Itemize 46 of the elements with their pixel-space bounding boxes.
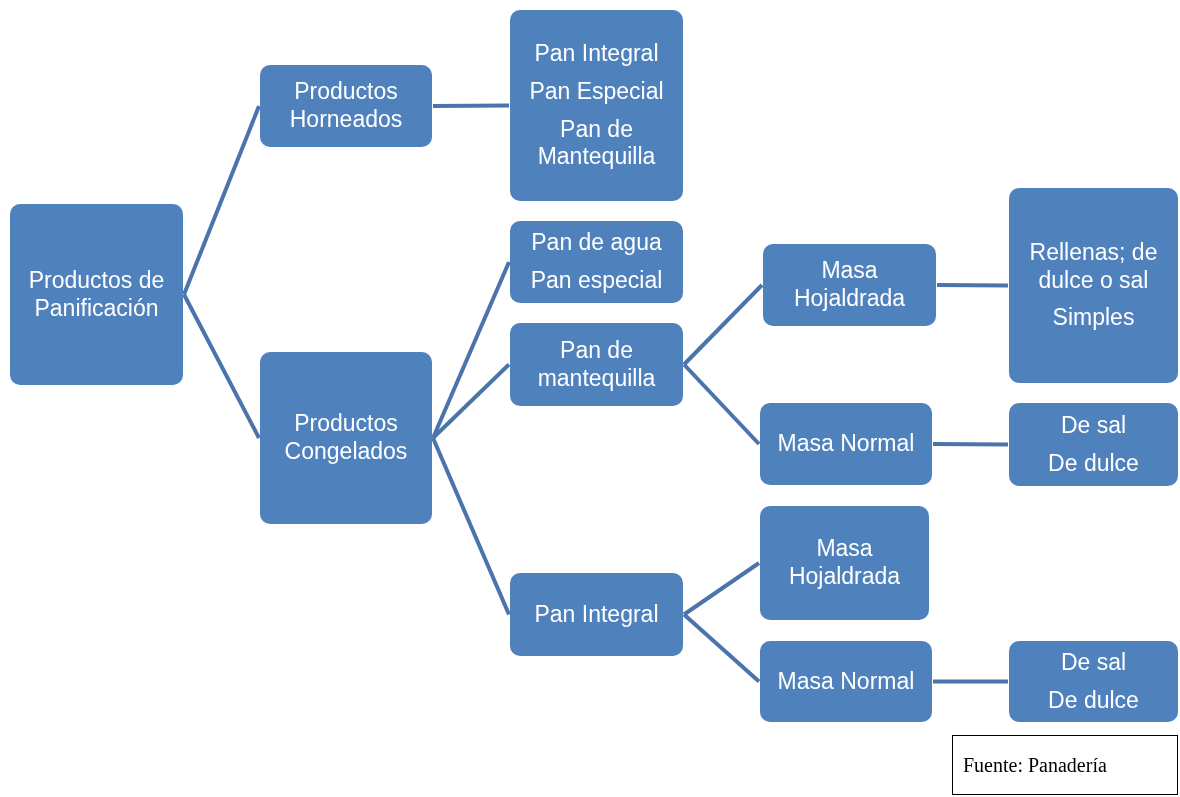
box-label: Pan Especial [529, 77, 664, 106]
connector-line [682, 283, 764, 366]
process-box [10, 204, 183, 385]
box-label: Productos Congelados [283, 410, 409, 466]
box-label: De dulce [1048, 449, 1139, 478]
box-label: Pan de agua [531, 229, 662, 257]
connector-line [182, 105, 261, 296]
process-box [763, 244, 936, 326]
box-label: Productos de Panificación [27, 266, 166, 323]
connector-line [182, 293, 261, 439]
connector-line [682, 613, 761, 683]
process-box [1009, 188, 1178, 383]
process-box [760, 506, 929, 620]
box-label: Masa Normal [777, 430, 915, 458]
connector-line [433, 103, 509, 108]
box-label: De sal [1060, 411, 1127, 440]
process-box [510, 10, 683, 201]
process-box [510, 323, 683, 406]
box-label: Pan Integral [534, 600, 659, 629]
box-label: Pan de Mantequilla [536, 115, 657, 171]
process-box [760, 641, 932, 722]
box-label: Masa Normal [777, 667, 915, 696]
connector-line [431, 437, 511, 616]
box-label: Rellenas; de dulce o sal [1028, 239, 1159, 295]
connector-line [937, 283, 1008, 288]
box-label: Masa Hojaldrada [787, 535, 902, 591]
process-box [510, 221, 683, 303]
process-box [510, 573, 683, 656]
connector-line [933, 442, 1008, 447]
box-label: De dulce [1048, 686, 1139, 715]
box-label: Pan especial [530, 267, 663, 295]
box-label: Simples [1052, 304, 1135, 332]
process-box [760, 403, 932, 485]
box-label: Pan de mantequilla [536, 336, 657, 393]
process-box [1009, 403, 1178, 486]
connector-line [682, 561, 761, 617]
process-box [260, 65, 432, 147]
source-note: Fuente: Panadería [952, 735, 1178, 795]
connector-line [682, 363, 761, 446]
process-box [260, 352, 432, 524]
process-box [1009, 641, 1178, 722]
box-label: Productos Horneados [288, 78, 404, 134]
box-label: Masa Hojaldrada [792, 257, 907, 313]
connector-line [933, 679, 1008, 684]
box-label: Pan Integral [534, 40, 659, 68]
box-label: De sal [1060, 648, 1127, 677]
